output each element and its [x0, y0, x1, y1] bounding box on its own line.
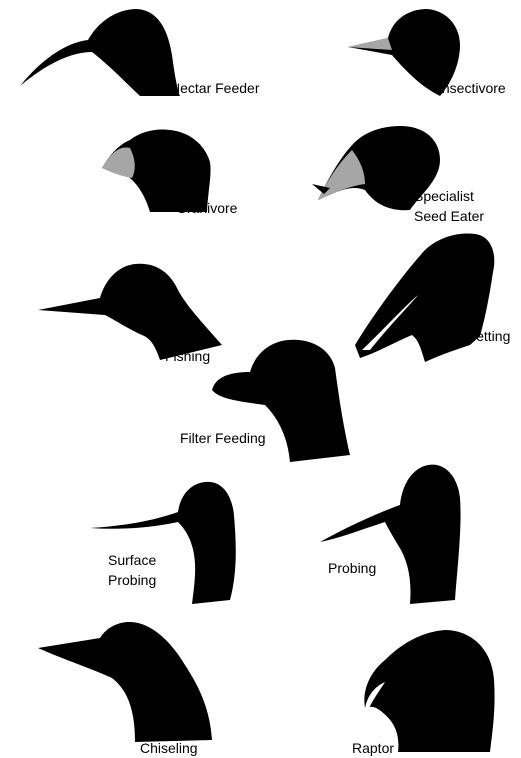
label-raptor: Raptor [352, 738, 394, 758]
label-granivore: Granivore [176, 198, 237, 218]
label-nectar-feeder: Nectar Feeder [170, 78, 259, 98]
chiseling-silhouette [38, 622, 212, 742]
raptor-silhouette [364, 630, 494, 752]
label-insectivore: Insectivore [438, 78, 506, 98]
label-filter-feeding: Filter Feeding [180, 428, 266, 448]
label-specialist-seed-eater: Specialist Seed Eater [414, 186, 484, 226]
label-chiseling: Chiseling [140, 738, 198, 758]
label-surface-probing: Surface Probing [108, 550, 156, 590]
probing-silhouette [320, 465, 461, 604]
label-fishing: Fishing [165, 346, 210, 366]
nectar-feeder-silhouette [20, 9, 180, 96]
label-netting: Netting [466, 326, 510, 346]
label-probing: Probing [328, 558, 376, 578]
